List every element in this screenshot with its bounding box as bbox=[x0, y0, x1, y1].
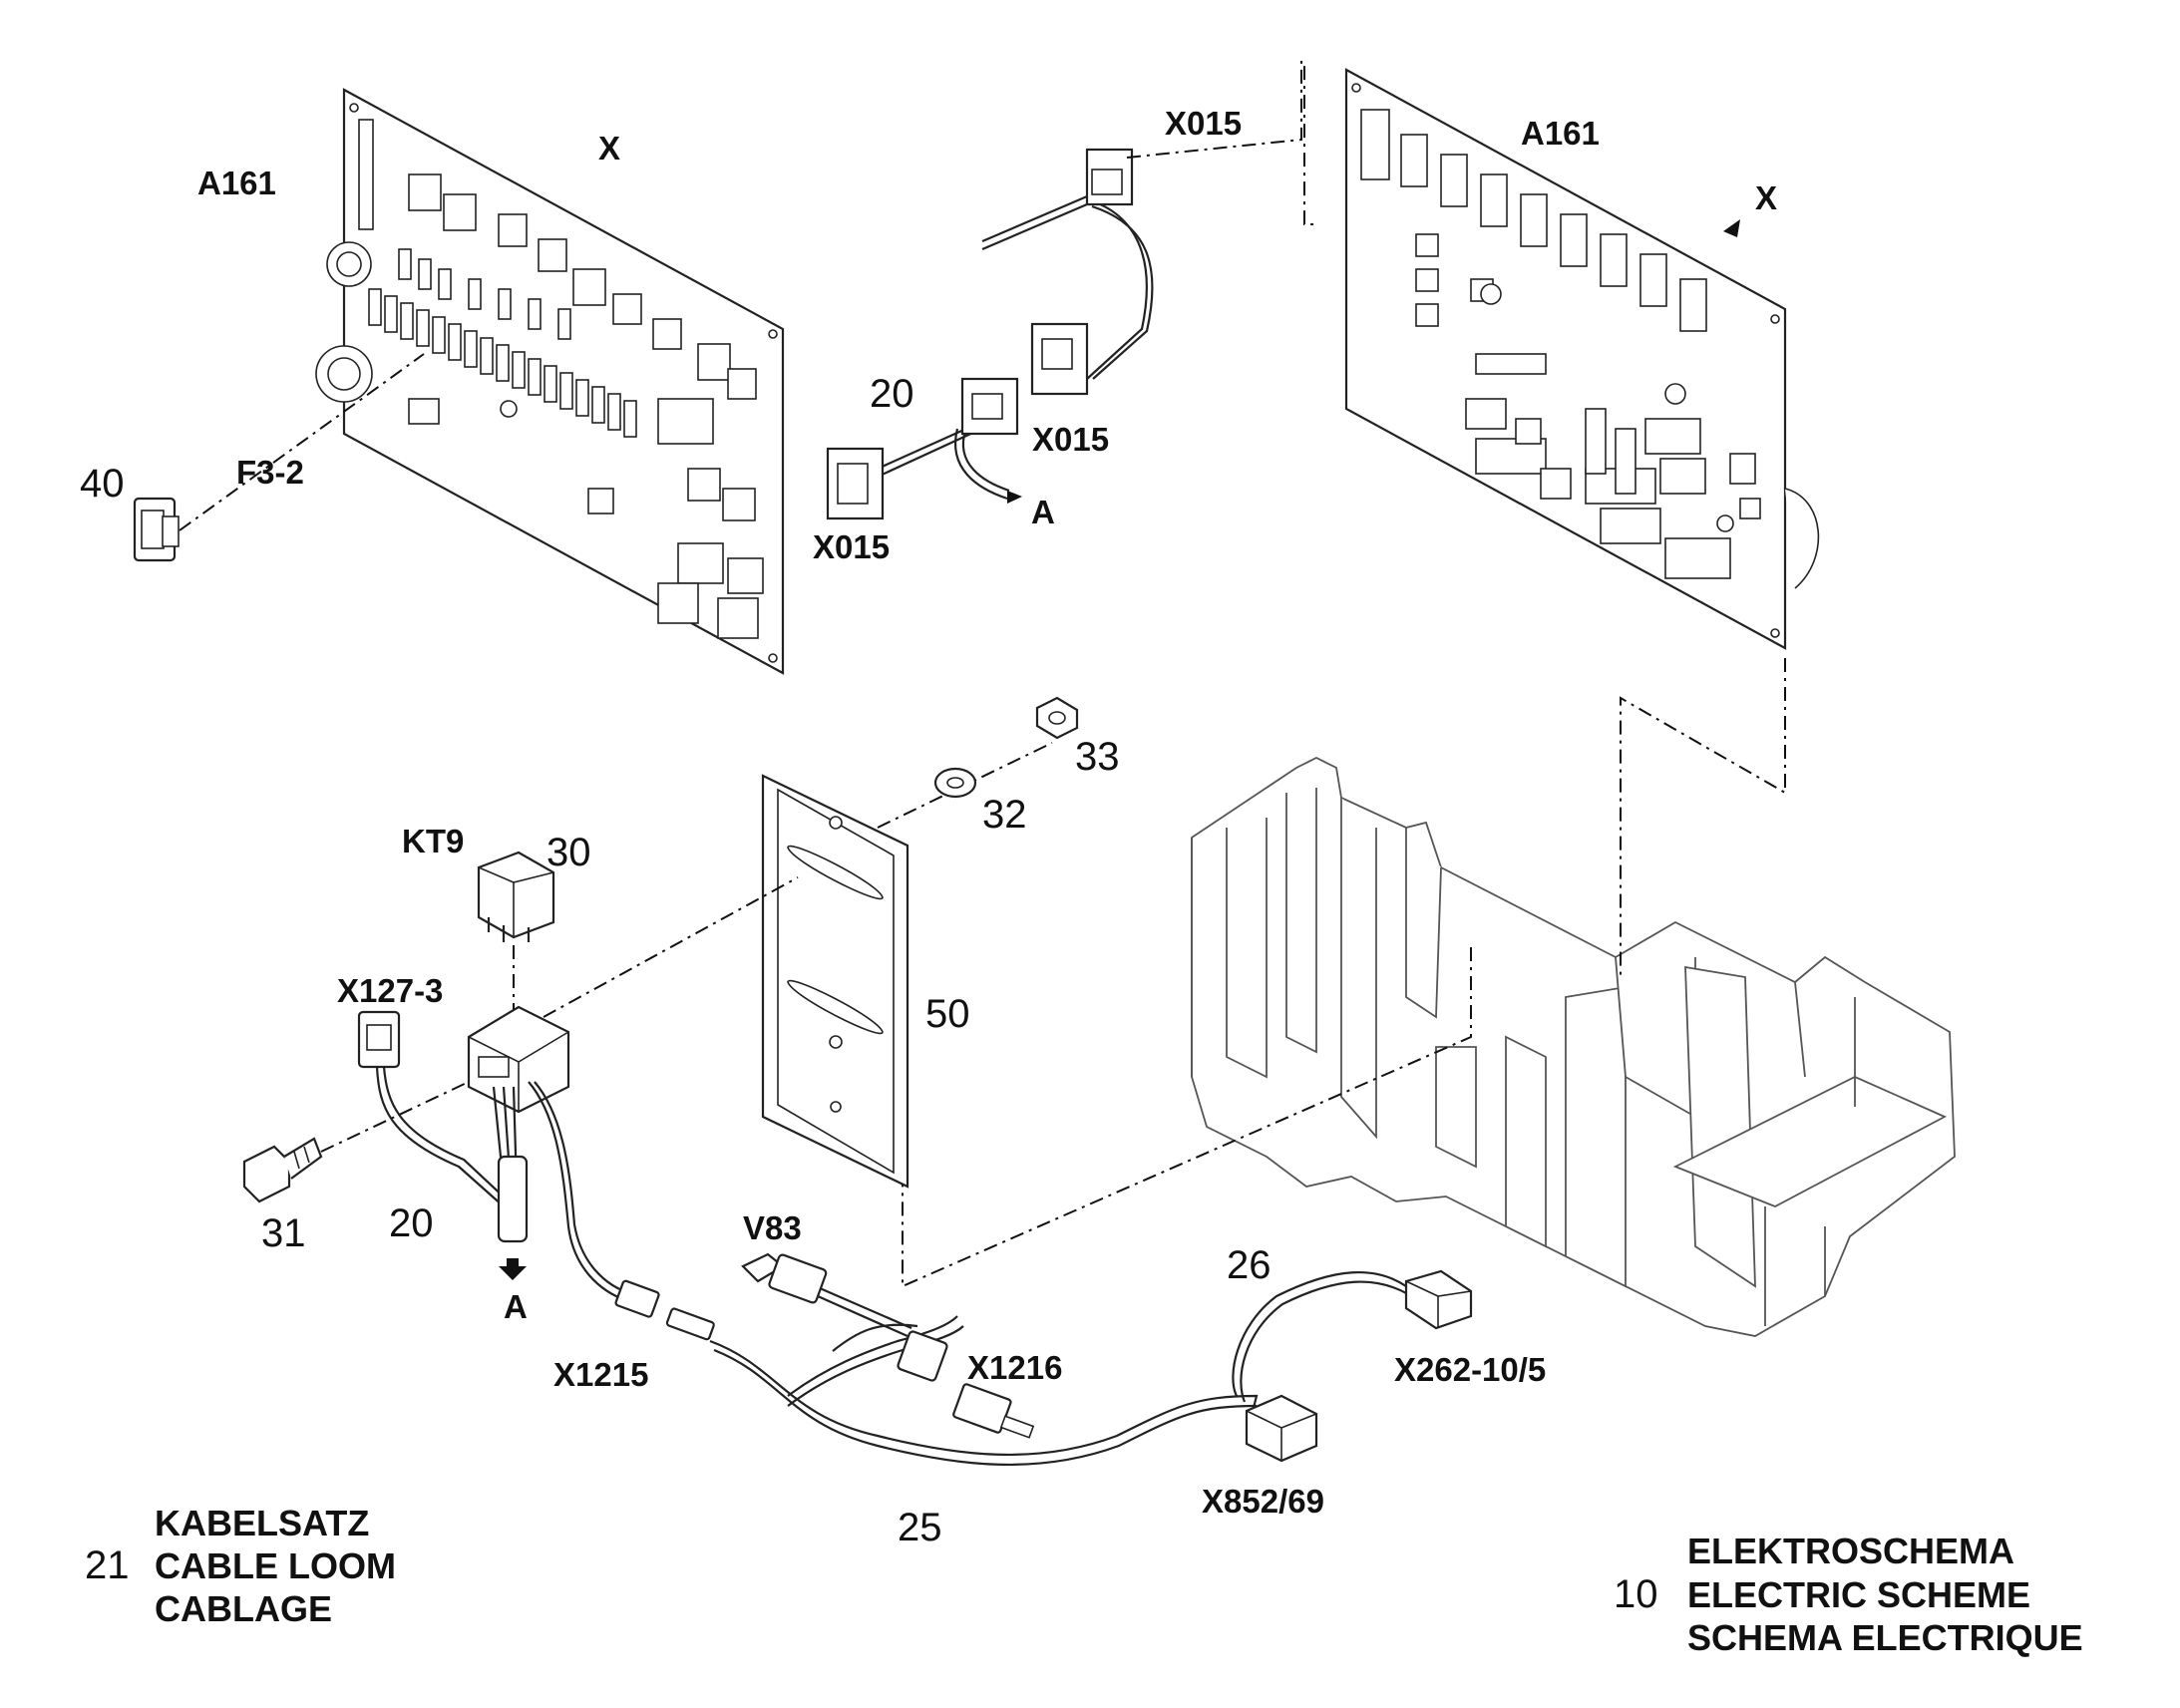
label-32: 32 bbox=[982, 793, 1027, 837]
label-a-low: A bbox=[504, 1288, 528, 1325]
label-20-top: 20 bbox=[870, 372, 914, 416]
label-x015-mid: X015 bbox=[1032, 421, 1109, 458]
connector-x852 bbox=[1245, 1394, 1318, 1463]
label-x262: X262-10/5 bbox=[1394, 1351, 1546, 1388]
connector-x262 bbox=[1404, 1269, 1473, 1330]
label-x1216: X1216 bbox=[967, 1349, 1062, 1386]
nut-33 bbox=[1035, 696, 1079, 740]
label-40: 40 bbox=[80, 462, 125, 506]
label-31: 31 bbox=[261, 1211, 306, 1255]
label-x-top: X bbox=[598, 130, 620, 167]
label-x1215: X1215 bbox=[553, 1356, 648, 1393]
legend-right-line-3: SCHEMA ELECTRIQUE bbox=[1687, 1617, 2083, 1658]
legend-left-line-2: CABLE LOOM bbox=[155, 1545, 396, 1586]
mounting-plate-50 bbox=[761, 774, 909, 1189]
label-a-top: A bbox=[1031, 494, 1055, 530]
legend-right-number: 10 bbox=[1614, 1572, 1658, 1616]
fuse-40 bbox=[133, 497, 180, 562]
legend-left-line-3: CABLAGE bbox=[155, 1588, 332, 1629]
diode-v83 bbox=[741, 1252, 912, 1338]
connector-x1216 bbox=[897, 1330, 1035, 1439]
label-33: 33 bbox=[1075, 735, 1120, 779]
label-20-low: 20 bbox=[389, 1201, 434, 1245]
legend-left-number: 21 bbox=[85, 1543, 130, 1587]
label-30: 30 bbox=[546, 831, 591, 874]
label-26: 26 bbox=[1227, 1243, 1272, 1287]
board-a161-left bbox=[315, 88, 785, 675]
connector-x1215 bbox=[614, 1279, 715, 1341]
legend-cable-loom: 21 KABELSATZ CABLE LOOM CABLAGE bbox=[85, 1503, 396, 1629]
harness-x015-top bbox=[826, 148, 1154, 520]
cable-loom-20 bbox=[375, 1066, 634, 1303]
callout-labels: A161 X X015 A161 X 20 X015 X015 A 40 F3-… bbox=[80, 105, 1777, 1549]
legend-right-line-1: ELEKTROSCHEMA bbox=[1687, 1531, 2014, 1571]
label-x-right: X bbox=[1755, 179, 1777, 216]
bolt-31 bbox=[242, 1137, 323, 1203]
label-v83: V83 bbox=[743, 1209, 802, 1246]
label-50: 50 bbox=[925, 992, 970, 1036]
relay-kt9 bbox=[477, 851, 555, 942]
label-25: 25 bbox=[898, 1506, 942, 1549]
legend-right-line-2: ELECTRIC SCHEME bbox=[1687, 1574, 2030, 1615]
board-a161-right bbox=[1344, 68, 1820, 650]
legend-left-line-1: KABELSATZ bbox=[155, 1503, 369, 1543]
housing-tray bbox=[1191, 756, 1956, 1337]
label-a161-right: A161 bbox=[1521, 115, 1600, 152]
washer-32 bbox=[933, 767, 977, 799]
label-kt9: KT9 bbox=[402, 823, 464, 859]
label-x852: X852/69 bbox=[1202, 1483, 1324, 1520]
label-x015-top: X015 bbox=[1165, 105, 1242, 142]
connector-x127-3 bbox=[357, 1010, 401, 1069]
relay-socket bbox=[467, 1005, 570, 1114]
label-f3-2: F3-2 bbox=[236, 454, 304, 491]
label-a161-left: A161 bbox=[197, 165, 276, 201]
label-x015-low: X015 bbox=[813, 528, 890, 565]
cable-25 bbox=[709, 1271, 1409, 1467]
label-x127-3: X127-3 bbox=[337, 972, 443, 1009]
legend-electric-scheme: 10 ELEKTROSCHEMA ELECTRIC SCHEME SCHEMA … bbox=[1614, 1531, 2083, 1658]
